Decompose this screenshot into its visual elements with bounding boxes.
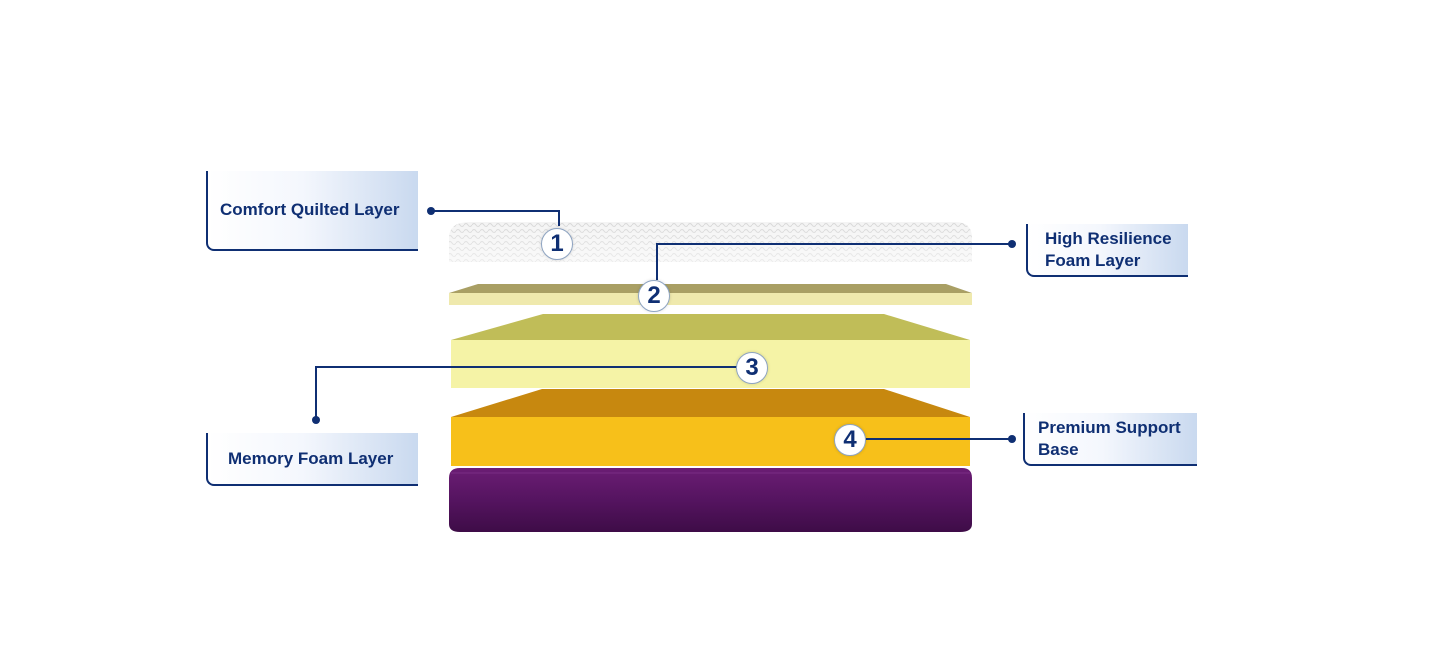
label-text-line-2: Base	[1038, 439, 1079, 459]
callout-line-3	[315, 366, 738, 420]
high-resilience-foam-layer-label: High Resilience Foam Layer	[1026, 224, 1188, 277]
comfort-quilted-layer-label: Comfort Quilted Layer	[206, 171, 418, 251]
layer-4-number-badge: 4	[834, 424, 866, 456]
premium-support-base-layer	[451, 389, 970, 466]
callout-dot-3	[312, 416, 320, 424]
layer-2-number-badge: 2	[638, 280, 670, 312]
label-text: Comfort Quilted Layer	[220, 200, 400, 219]
callout-dot-2	[1008, 240, 1016, 248]
high-resilience-foam-layer	[449, 284, 972, 305]
memory-foam-layer	[451, 314, 970, 388]
premium-support-base-label: Premium Support Base	[1023, 413, 1197, 466]
callout-dot-4	[1008, 435, 1016, 443]
label-text-line-1: Premium Support	[1038, 417, 1181, 437]
mattress-base	[449, 468, 972, 532]
memory-foam-layer-label: Memory Foam Layer	[206, 433, 418, 486]
callout-line-1	[431, 210, 560, 226]
layer-3-number-badge: 3	[736, 352, 768, 384]
layer-1-number-badge: 1	[541, 228, 573, 260]
label-text-line-2: Foam Layer	[1045, 250, 1141, 270]
callout-line-2	[656, 243, 1012, 280]
callout-dot-1	[427, 207, 435, 215]
label-text: Memory Foam Layer	[228, 448, 394, 468]
comfort-quilted-layer	[449, 222, 972, 262]
label-text-line-1: High Resilience	[1045, 228, 1172, 248]
